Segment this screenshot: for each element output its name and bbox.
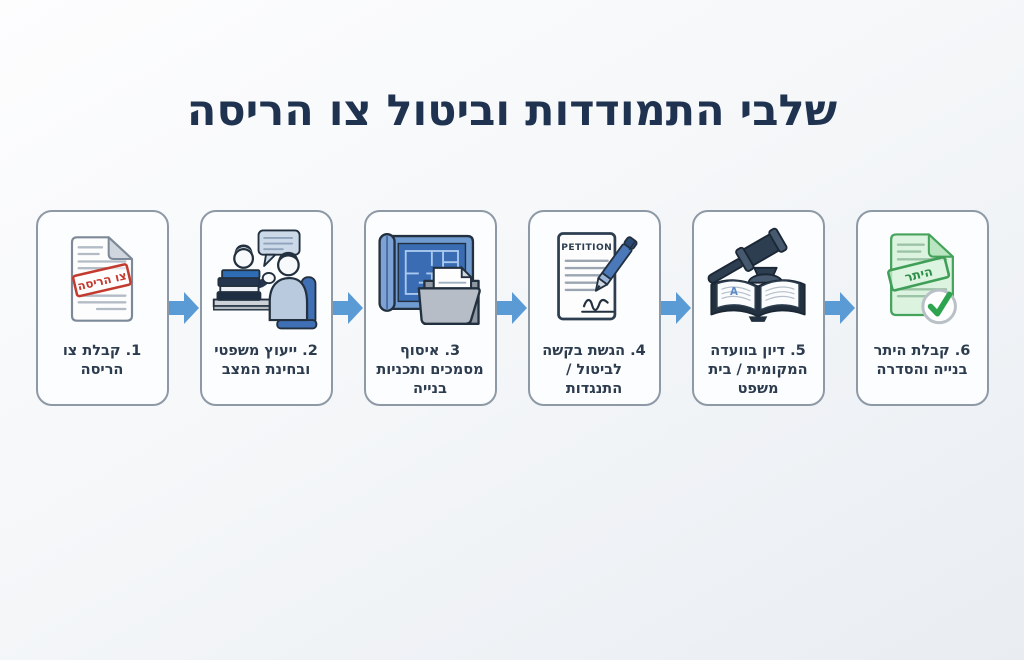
flow-arrow-icon [496,210,528,406]
step-3-label: 3. איסוף מסמכים ותכניות בנייה [376,342,484,397]
gavel-and-law-book-icon: A [699,220,818,338]
step-card-3: 3. איסוף מסמכים ותכניות בנייה [363,209,497,406]
flow-arrow-icon [824,210,856,406]
process-flow: צו הריסה 1. קבלת צו הריסה [0,209,1024,406]
step-card-4: PETITION [527,209,661,406]
step-card-1: צו הריסה 1. קבלת צו הריסה [35,209,169,406]
step-6-label: 6. קבלת היתר בנייה והסדרה [873,342,971,378]
step-2-label: 2. ייעוץ משפטי ובחינת המצב [214,342,318,378]
step-card-5: A 5. דיון בוועדה המקומית / בית משפט [691,209,825,406]
permit-stamp-text: היתר [903,263,934,284]
flow-arrow-icon [660,210,692,406]
step-5-label: 5. דיון בוועדה המקומית / בית משפט [708,342,808,397]
infographic-stage: שלבי התמודדות וביטול צו הריסה צו הריס [0,84,1024,660]
petition-title-text: PETITION [561,243,612,253]
flow-arrow-icon [332,210,364,406]
permit-document-icon: היתר [863,220,982,338]
page-title: שלבי התמודדות וביטול צו הריסה [186,86,838,136]
legal-consultation-icon [207,220,326,338]
flow-arrow-icon [168,210,200,406]
blueprint-and-folder-icon [371,220,490,338]
step-card-2: 2. ייעוץ משפטי ובחינת המצב [199,209,333,406]
demolition-order-document-icon: צו הריסה [43,220,162,338]
petition-and-pen-icon: PETITION [535,220,654,338]
step-1-label: 1. קבלת צו הריסה [62,342,142,378]
step-card-6: היתר 6. קבלת היתר בנייה והסדרה [855,209,989,406]
step-4-label: 4. הגשת בקשה לביטול / התנגדות [542,342,646,397]
law-book-letter: A [730,286,738,298]
